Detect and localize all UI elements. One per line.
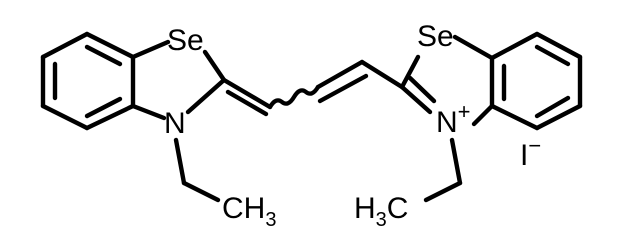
atom-se-left: Se xyxy=(167,24,204,57)
iodide-counterion: I− xyxy=(520,133,541,172)
chain-single-bond xyxy=(359,59,405,90)
atom-n-right: N+ xyxy=(436,99,471,139)
exocyclic-double-bond xyxy=(221,77,273,117)
right-ethyl-bonds xyxy=(423,137,463,203)
left-ethyl-ch3-label: CH3 xyxy=(222,192,276,231)
trans-double-bond xyxy=(315,59,369,104)
wavy-bond-unspecified-geometry xyxy=(267,84,321,110)
left-ethyl-bonds xyxy=(173,137,221,203)
right-ethyl-h3c-label: H3C xyxy=(354,192,408,231)
atom-se-right: Se xyxy=(417,20,454,53)
right-selenazolium-ring xyxy=(399,34,495,127)
left-benzene-ring xyxy=(40,31,136,131)
right-benzene-ring xyxy=(489,31,583,131)
left-selenazoline-ring xyxy=(130,39,227,121)
atom-n-left: N xyxy=(164,107,186,140)
